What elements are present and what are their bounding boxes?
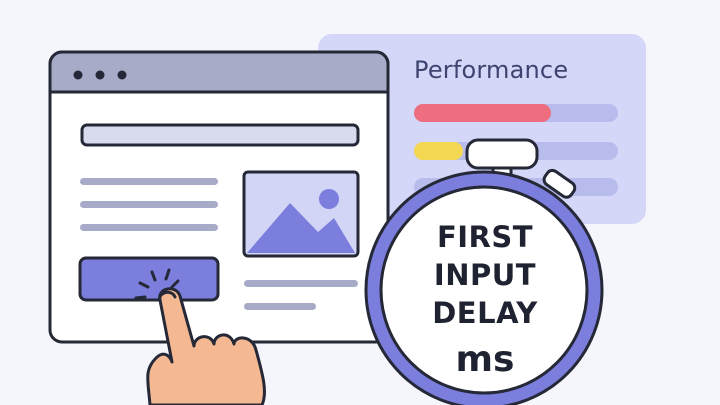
stopwatch-line-first: FIRST (436, 220, 534, 254)
stopwatch-line-input: INPUT (433, 258, 537, 292)
browser-window (48, 50, 390, 344)
performance-title: Performance (414, 56, 569, 84)
stopwatch-icon (364, 138, 604, 405)
text-line (244, 303, 316, 310)
text-line (80, 224, 218, 231)
window-dot-icon (117, 70, 127, 80)
cta-button[interactable] (78, 256, 220, 302)
text-line (244, 280, 358, 287)
stopwatch-unit: ms (455, 339, 515, 380)
performance-bar (414, 104, 618, 122)
stopwatch-line-delay: DELAY (432, 296, 538, 330)
text-line (80, 201, 218, 208)
click-burst-icon (134, 268, 180, 300)
text-line (80, 178, 218, 185)
window-dot-icon (73, 70, 83, 80)
image-placeholder-icon (242, 170, 360, 258)
address-bar[interactable] (80, 123, 360, 147)
pointing-hand-icon (146, 287, 266, 405)
stopwatch-label: FIRST INPUT DELAY ms (376, 218, 594, 382)
window-dot-icon (95, 70, 105, 80)
